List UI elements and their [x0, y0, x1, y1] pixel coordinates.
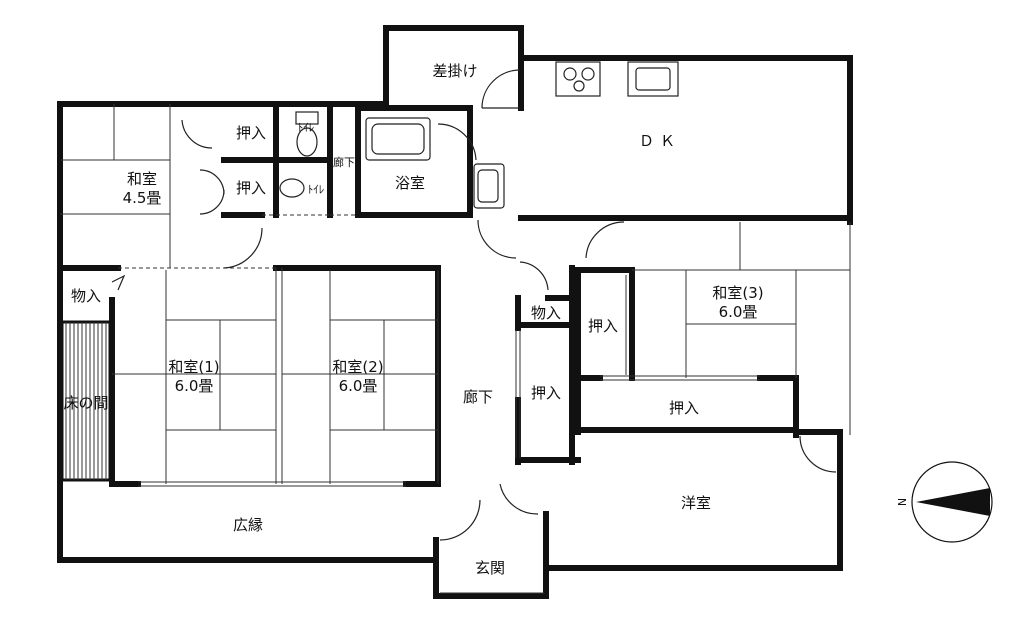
label-washitsu3-name: 和室(3) [712, 284, 763, 302]
label-tokonoma: 床の間 [63, 394, 108, 412]
label-toilet-a: ﾄｲﾚ [298, 121, 315, 134]
label-washitsu45-size: 4.5畳 [123, 189, 162, 207]
compass-north-label: N [896, 498, 909, 506]
tokonoma-panel [60, 320, 112, 482]
label-roka: 廊下 [463, 388, 493, 406]
label-oshiire-b: 押入 [236, 179, 266, 197]
label-washitsu2-name: 和室(2) [332, 358, 383, 376]
bathtub-icon [365, 117, 431, 161]
label-washitsu45-name: 和室 [127, 170, 157, 188]
toilet-icon [279, 178, 305, 198]
compass-icon: N [896, 461, 993, 543]
label-washitsu3-size: 6.0畳 [719, 303, 758, 321]
washbasin-icon [473, 163, 505, 209]
label-sakake: 差掛け [432, 62, 477, 80]
fixtures [60, 61, 679, 482]
label-yoshitsu: 洋室 [681, 494, 711, 512]
label-roka-small: 廊下 [333, 155, 355, 169]
label-washitsu2-size: 6.0畳 [339, 377, 378, 395]
door-swings [111, 69, 837, 541]
label-washitsu1-size: 6.0畳 [175, 377, 214, 395]
tatami-and-partitions [60, 104, 851, 594]
label-oshiire-d: 押入 [588, 317, 618, 335]
label-yokushitsu: 浴室 [395, 174, 425, 192]
label-washitsu1-name: 和室(1) [168, 358, 219, 376]
label-oshiire-a: 押入 [236, 124, 266, 142]
label-hiroen: 広縁 [233, 516, 263, 534]
label-mono-mid: 物入 [531, 304, 561, 322]
room-labels: 差掛け ＤＫ 押入 ﾄｲﾚ 押入 ﾄｲﾚ 廊下 浴室 和室 4.5畳 物入 床の… [63, 62, 763, 577]
label-toilet-b: ﾄｲﾚ [308, 183, 325, 196]
stove-icon [555, 61, 601, 97]
label-oshiire-c: 押入 [531, 384, 561, 402]
label-genkan: 玄関 [475, 559, 505, 577]
toilet-icon [295, 111, 319, 157]
label-mono-left: 物入 [71, 287, 101, 305]
interior-walls [57, 101, 853, 487]
sink-icon [627, 61, 679, 97]
label-oshiire-e: 押入 [669, 399, 699, 417]
exterior-walls [57, 25, 853, 599]
label-dk: ＤＫ [639, 132, 681, 150]
